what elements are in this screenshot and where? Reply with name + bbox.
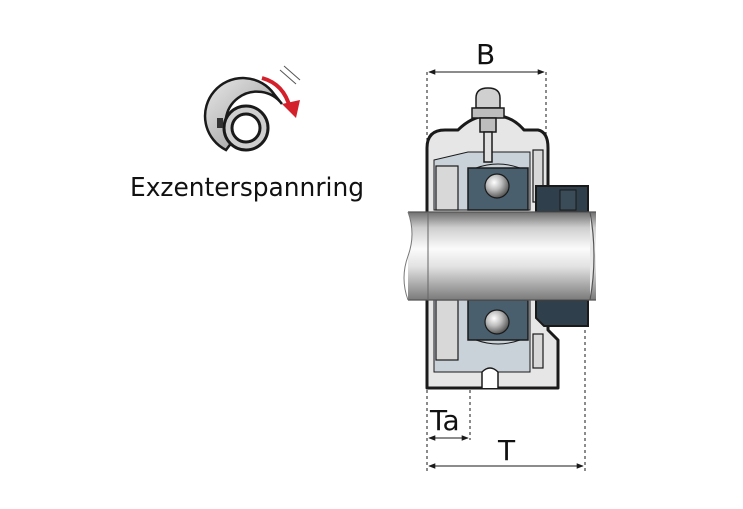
dim-t-label: T [497,434,516,467]
eccentric-ring-icon [203,65,301,152]
shaft [403,211,596,301]
dim-b-label: B [476,38,495,71]
ball-lower [484,309,510,335]
figure-title: Exzenterspannring [130,173,364,203]
ball-upper [484,173,510,199]
dim-ta-label: Ta [429,404,460,437]
eccentric-bore [230,112,262,144]
bearing-insert [467,163,589,345]
grease-nipple-icon [471,87,505,163]
